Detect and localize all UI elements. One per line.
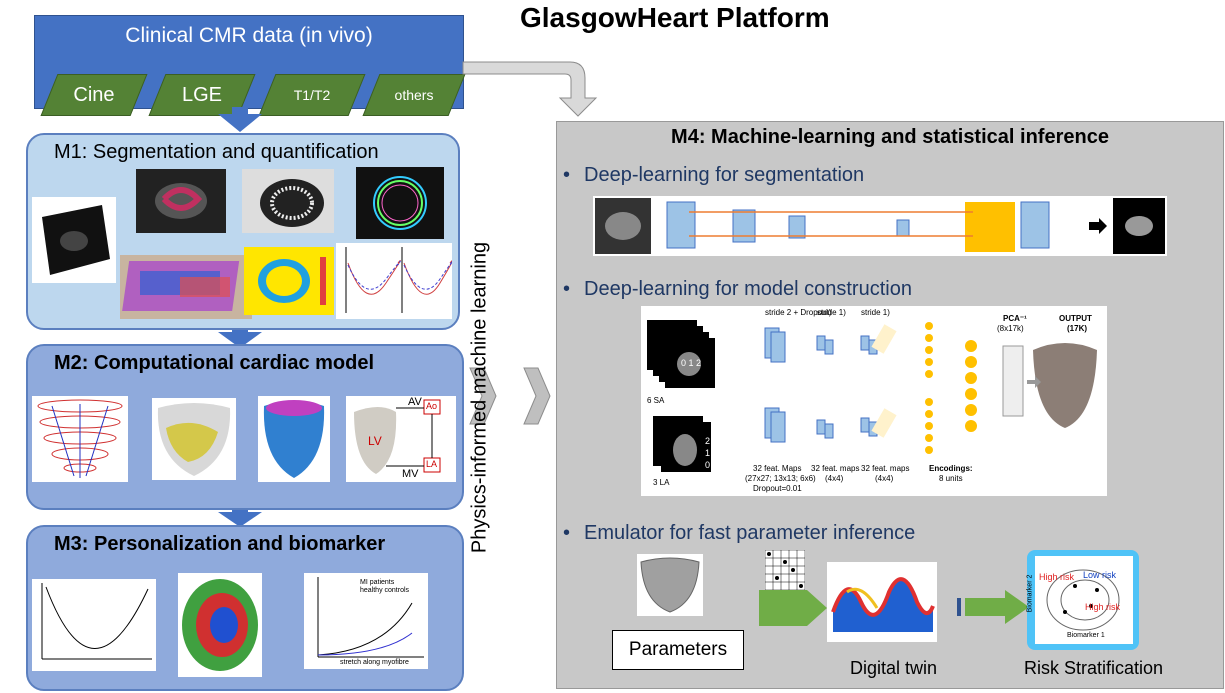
biomarker-1-axis: Biomarker 1 [1067,632,1105,639]
la-slice-label-2: 2 [705,436,711,446]
fibre-map-image [120,255,252,319]
parameters-box: Parameters [612,630,744,670]
sa-slice-labels: 0 1 2 [681,358,702,368]
ao-label: Ao [426,401,438,411]
maps2-l1: 32 feat. maps [811,464,860,473]
col-head-3: stride 1) [861,308,890,317]
sa-view-label: 6 SA [647,396,665,405]
risk-stratification-caption: Risk Stratification [1024,658,1164,678]
encodings-label: Encodings: [929,464,973,473]
m4-title: M4: Machine-learning and statistical inf… [671,126,1109,148]
bullet-segmentation: •Deep-learning for segmentation [563,164,865,186]
chevron-1 [469,367,497,425]
col-head-2: stride 1) [817,308,846,317]
la-label: LA [426,459,438,469]
clinical-data-box: Clinical CMR data (in vivo) Cine LGE T1/… [34,15,466,116]
biomarker-2-axis: Biomarker 2 [1026,574,1034,613]
bullet-emulator: •Emulator for fast parameter inference [563,522,916,544]
scar-model-image [152,398,236,480]
maps2-l2: (4x4) [825,474,844,483]
mesh-wireframe-image [32,396,128,482]
la-view-label: 3 LA [653,478,670,487]
encodings-units: 8 units [939,474,963,483]
lge-segmentation-image [242,169,334,233]
pca-size: (8x17k) [997,324,1024,333]
pca-label: PCA⁻¹ [1003,314,1027,323]
legend-healthy: healthy controls [360,587,410,594]
module-m3: M3: Personalization and biomarker MI pat… [26,525,464,691]
fibre-model-image [258,396,330,482]
page-title: GlasgowHeart Platform [520,2,830,33]
maps3-l2: (4x4) [875,474,894,483]
arrow-to-m2 [218,326,262,348]
chevron-2 [523,367,551,425]
output-size: (17K) [1067,324,1088,333]
stress-heart-image [178,573,262,677]
lv-label: LV [368,434,382,448]
maps1-l2: (27x27; 13x13; 6x6) [745,474,816,483]
green-arrow-2 [957,590,1029,624]
legend-mi: MI patients [360,579,395,586]
mv-label: MV [402,468,419,480]
heart-mesh-image [637,554,703,616]
maps3-l1: 32 feat. maps [861,464,910,473]
av-label: AV [408,396,422,408]
module-m4: M4: Machine-learning and statistical inf… [556,121,1224,689]
m3-title: M3: Personalization and biomarker [54,533,386,555]
la-slice-label-1: 1 [705,448,711,458]
contour-image [356,167,444,239]
model-construction-network: stride 2 + Dropout) stride 1) stride 1) … [641,306,1107,496]
stretch-axis-label: stretch along myofibre [340,659,409,666]
objective-curve-plot [32,579,156,671]
green-arrow-1 [759,590,827,626]
digital-twin-caption: Digital twin [850,658,938,678]
risk-high-2: High risk [1085,602,1121,612]
arrow-to-m1 [218,107,262,132]
stress-stretch-plot: MI patients healthy controls stretch alo… [304,573,428,669]
risk-high-1: High risk [1039,572,1075,582]
mri-stack-image [32,197,116,283]
risk-low: Low risk [1083,570,1117,580]
mri-overlay-image [136,169,226,233]
arrow-to-m4 [462,61,598,117]
la-slice-label-0: 0 [705,460,711,470]
maps1-l1: 32 feat. Maps [753,464,802,473]
col-head-1: stride 2 + Dropout) [765,308,832,317]
module-m2: M2: Computational cardiac model AV Ao LV… [26,344,464,510]
arrow-to-m3 [218,506,262,527]
bullet-model-construction: •Deep-learning for model construction [563,278,912,300]
circulation-model-image: AV Ao LV MV LA [346,396,456,482]
module-m1: M1: Segmentation and quantification [26,133,460,330]
m2-title: M2: Computational cardiac model [54,352,375,374]
strain-curves-image [336,243,453,319]
m1-title: M1: Segmentation and quantification [54,141,379,163]
maps1-l3: Dropout=0.01 [753,484,802,493]
risk-plot-image: High risk Low risk High risk Biomarker 1… [1026,550,1139,650]
design-grid-image [764,549,806,591]
digital-twin-surface [827,562,937,642]
clinical-data-heading: Clinical CMR data (in vivo) [125,24,373,47]
strain-map-image [244,247,334,315]
segmentation-network-image [593,196,1167,256]
output-label: OUTPUT [1059,314,1092,323]
